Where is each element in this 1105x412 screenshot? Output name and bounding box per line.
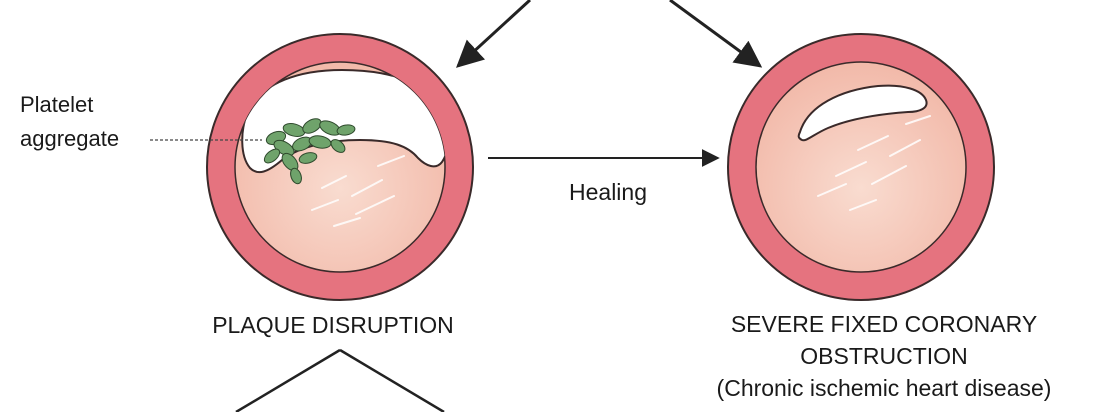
top-arrows <box>458 0 760 66</box>
bottom-branch-lines <box>236 350 444 412</box>
vessel-fixed-obstruction <box>728 34 994 300</box>
platelet-label-line2: aggregate <box>20 126 119 151</box>
vessel-plaque-disruption <box>207 34 473 300</box>
caption-severe-fixed-line1: SEVERE FIXED CORONARY <box>731 311 1037 337</box>
arrow-to-plaque-disruption <box>458 0 530 66</box>
caption-severe-fixed-line2: OBSTRUCTION <box>800 343 967 369</box>
platelet-label-line1: Platelet <box>20 92 93 117</box>
healing-label: Healing <box>569 179 647 205</box>
arrow-to-fixed-obstruction <box>670 0 760 66</box>
caption-plaque-disruption: PLAQUE DISRUPTION <box>212 312 454 338</box>
caption-severe-fixed-line3: (Chronic ischemic heart disease) <box>717 375 1052 401</box>
